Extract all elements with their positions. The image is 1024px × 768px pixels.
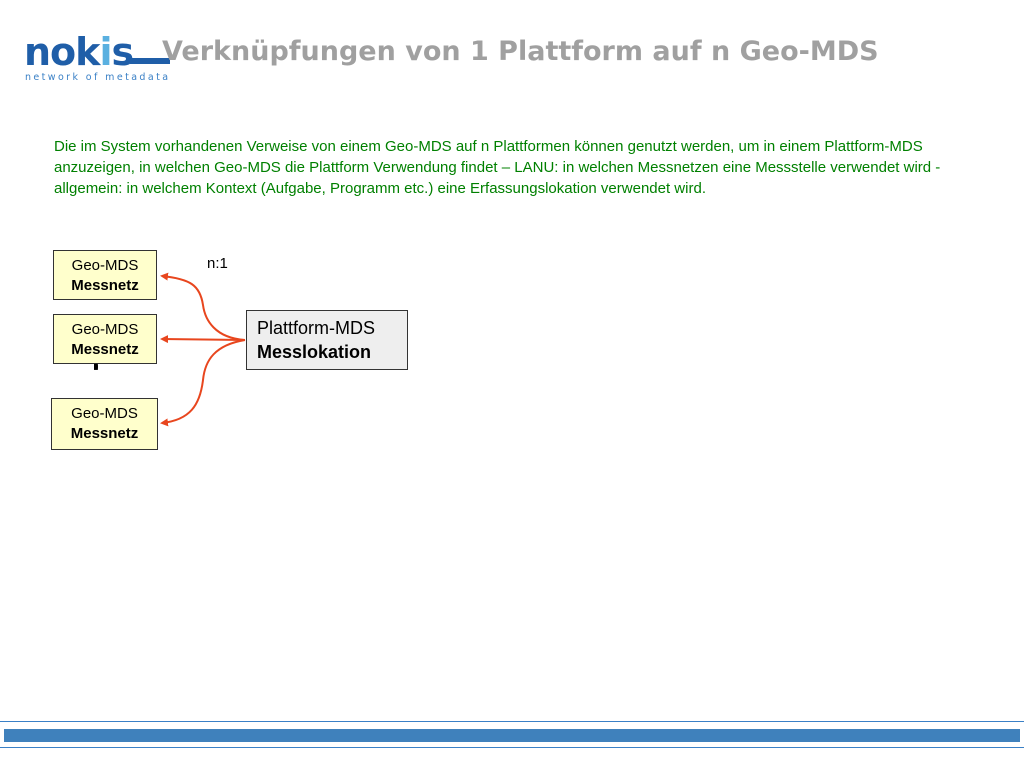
geo-box-name: Messnetz (70, 425, 139, 442)
footer-bar (4, 729, 1020, 742)
arrow-to-geo-box-3 (160, 339, 246, 427)
logo-tagline: network of metadata (25, 72, 171, 83)
footer-line-top (0, 721, 1024, 722)
logo-word-end: s (111, 30, 134, 74)
arrow-to-geo-box-2 (160, 335, 246, 344)
geo-box-name: Messnetz (71, 277, 139, 294)
geo-mds-box: Geo-MDS Messnetz (53, 250, 157, 300)
arrow-to-geo-box-1 (160, 272, 246, 341)
logo-word-start: nok (24, 30, 100, 74)
geo-mds-box: Geo-MDS Messnetz (53, 314, 157, 364)
geo-box-type: Geo-MDS (71, 405, 138, 422)
intro-text: Die im System vorhandenen Verweise von e… (54, 138, 941, 197)
footer-line-bottom (0, 747, 1024, 748)
logo-wordmark: nokis (24, 30, 134, 74)
geo-box-type: Geo-MDS (71, 321, 139, 338)
logo-word-accent: i (99, 30, 112, 74)
platform-box-type: Plattform-MDS (257, 318, 376, 338)
nokis-logo: nokis network of metadata (24, 30, 170, 90)
geo-box-type: Geo-MDS (71, 257, 139, 274)
ratio-label: n:1 (207, 255, 228, 272)
logo-underscore (130, 58, 170, 64)
platform-box-name: Messlokation (257, 342, 372, 362)
platform-mds-box: Plattform-MDS Messlokation (246, 310, 408, 370)
geo-mds-box: Geo-MDS Messnetz (51, 398, 158, 450)
ellipsis: ... (88, 362, 118, 366)
geo-box-name: Messnetz (71, 341, 139, 358)
slide-title: Verknüpfungen von 1 Plattform auf n Geo-… (162, 36, 879, 67)
